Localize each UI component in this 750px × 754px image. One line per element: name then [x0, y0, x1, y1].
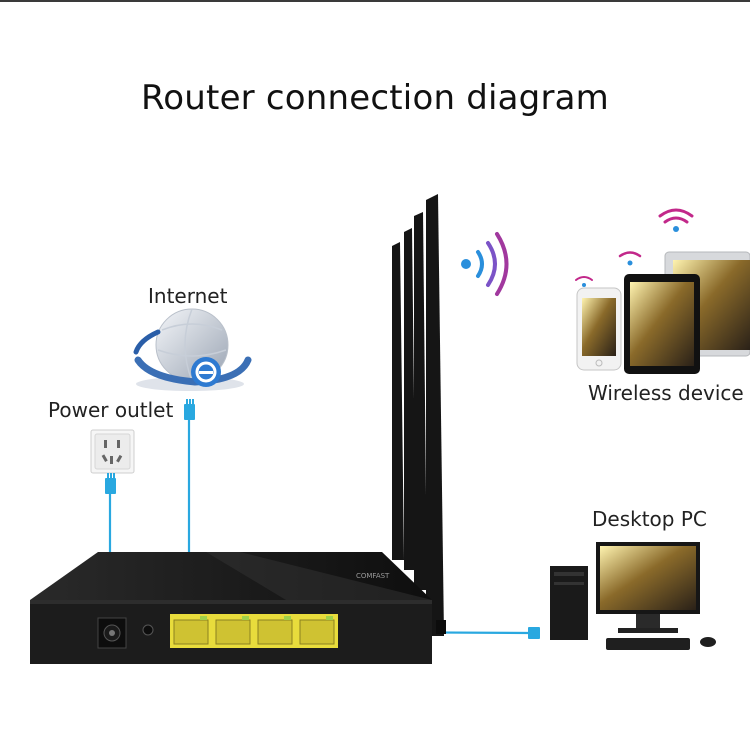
label-internet: Internet [148, 284, 228, 308]
router-antennas [392, 194, 446, 636]
label-wireless-device: Wireless device [588, 381, 744, 405]
label-desktop-pc: Desktop PC [592, 507, 707, 531]
diagram-title: Router connection diagram [140, 78, 609, 118]
router: COMFAST [30, 552, 432, 664]
power-socket-icon [90, 429, 135, 474]
wireless-devices [575, 208, 750, 374]
svg-text:COMFAST: COMFAST [356, 572, 390, 580]
globe-icon [133, 308, 252, 391]
wifi-icon [575, 208, 694, 287]
wifi-icon [461, 232, 509, 296]
top-border [0, 0, 750, 2]
label-power-outlet: Power outlet [48, 398, 174, 422]
desktop-pc [550, 542, 716, 650]
